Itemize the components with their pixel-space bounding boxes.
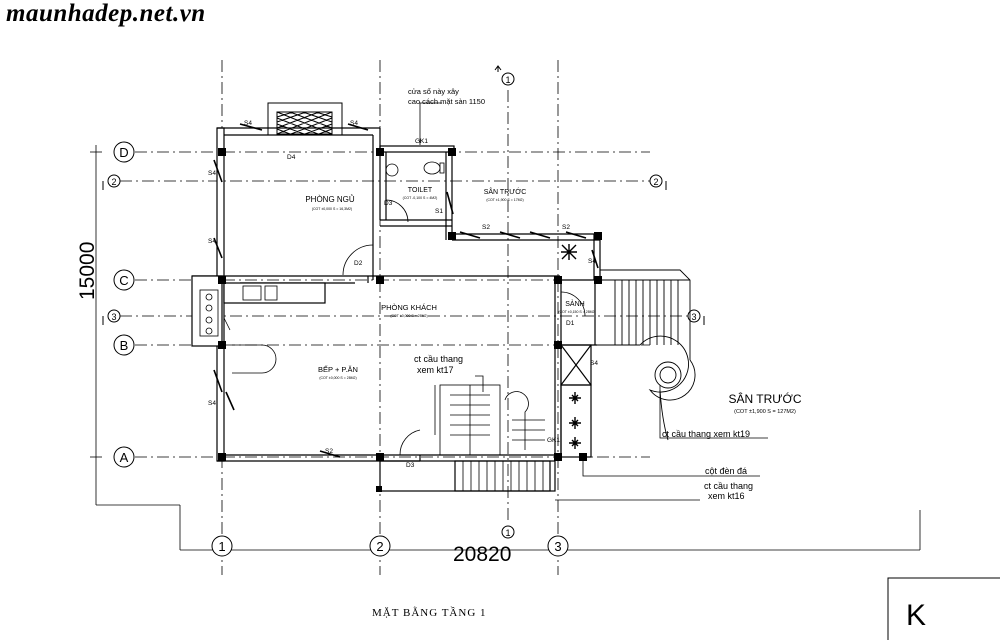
svg-text:3: 3 (111, 312, 116, 322)
room-toilet: TOILET (408, 187, 433, 194)
note-stair-c-line2: xem kt16 (708, 491, 745, 501)
note-window-line1: cửa sổ này xây (408, 87, 459, 96)
dimension-vertical: 15000 (76, 242, 99, 300)
tag-s4: S4 (350, 120, 358, 127)
svg-text:C: C (119, 273, 128, 288)
grid-bubble-2: 2 (369, 535, 391, 557)
note-stair-a-line2: xem kt17 (417, 365, 454, 375)
room-hall: SẢNH (565, 299, 584, 308)
section-marker-2-left: 2 (102, 174, 121, 190)
bottom-stair (462, 461, 544, 491)
title-block-frame (887, 577, 1000, 640)
watermark: maunhadep.net.vn (6, 0, 206, 27)
sheet-title: MẶT BẰNG TẦNG 1 (372, 607, 487, 619)
plant-symbols (561, 244, 581, 449)
note-window-line2: cao cách mặt sàn 1150 (408, 97, 485, 106)
windows (213, 123, 599, 458)
tag-s4: S4 (208, 238, 216, 245)
svg-text:A: A (120, 450, 129, 465)
bay-window (267, 102, 343, 136)
tag-s2: S2 (325, 448, 333, 455)
svg-text:2: 2 (653, 177, 658, 187)
svg-text:3: 3 (691, 312, 696, 322)
tag-d3: D3 (384, 200, 393, 207)
kitchen-fixtures (199, 285, 278, 337)
svg-text:1: 1 (218, 539, 225, 554)
note-pillar: cột đèn đá (705, 466, 747, 476)
grid-bubble-D: D (113, 141, 135, 163)
leader-lines (419, 102, 768, 501)
room-kitchen: BẾP + P.ĂN (318, 364, 358, 374)
grid-bubble-1: 1 (211, 535, 233, 557)
tag-s4: S4 (208, 400, 216, 407)
tag-s2: S2 (562, 224, 570, 231)
grid-bubble-A: A (113, 446, 135, 468)
section-marker-3-right: 3 (687, 309, 705, 325)
dimension-lines (90, 145, 921, 551)
note-stair-c-line1: ct cầu thang (704, 481, 753, 491)
tag-s1: S1 (435, 208, 443, 215)
tag-d1: D1 (566, 320, 575, 327)
note-stair-a-line1: ct cầu thang (414, 354, 463, 364)
svg-text:D: D (119, 145, 128, 160)
tag-d3: D3 (406, 462, 415, 469)
front-stair (597, 269, 696, 441)
room-hall-sub: (COT ±0,150 S = 28M2) (558, 310, 595, 314)
tag-s4: S4 (208, 170, 216, 177)
room-rear-yard: SÂN TRƯỚC (484, 187, 527, 196)
room-rear-yard-sub: (COT ±1,900 S = 17M2) (486, 198, 523, 202)
room-bedroom-sub: (COT ±0,000 S = 16,3M2) (312, 207, 352, 211)
room-toilet-sub: (COT -0,100 S = 4M2) (403, 196, 438, 200)
section-marker-1-top: 1 (494, 65, 515, 86)
columns (218, 148, 602, 492)
tag-s4: S4 (244, 120, 252, 127)
svg-text:2: 2 (111, 177, 116, 187)
room-kitchen-sub: (COT ±0,000 S = 28M2) (319, 376, 356, 380)
sheet-letter: K (906, 599, 927, 632)
toilet-fixtures (385, 161, 445, 177)
door-swings (223, 199, 586, 456)
svg-text:B: B (120, 338, 129, 353)
tag-s4: S4 (588, 258, 596, 265)
grid-bubble-B: B (113, 334, 135, 356)
tag-d2: D2 (354, 260, 363, 267)
svg-text:2: 2 (376, 539, 383, 554)
note-stair-b: ct cầu thang xem kt19 (662, 429, 750, 439)
room-living: PHÒNG KHÁCH (381, 303, 437, 312)
tag-s4: S4 (590, 360, 598, 367)
tag-d4: D4 (287, 154, 296, 161)
section-marker-2-right: 2 (649, 174, 667, 190)
tag-gk1: GK1 (415, 138, 428, 145)
svg-text:3: 3 (554, 539, 561, 554)
grid-bubble-3: 3 (547, 535, 569, 557)
section-marker-1-bottom: 1 (501, 525, 515, 539)
tag-s2: S2 (482, 224, 490, 231)
room-front-yard: SÂN TRƯỚC (729, 391, 802, 406)
section-marker-3-left: 3 (102, 309, 121, 325)
dimension-horizontal: 20820 (453, 543, 511, 566)
grid-bubble-C: C (113, 269, 135, 291)
svg-text:1: 1 (505, 528, 510, 538)
room-front-yard-sub: (COT ±1,900 S = 127M2) (734, 409, 796, 415)
room-bedroom: PHÒNG NGỦ (305, 195, 355, 204)
svg-text:1: 1 (505, 75, 510, 85)
room-living-sub: (COT ±0,000 S = 28M2) (390, 314, 427, 318)
interior-stair (434, 384, 545, 456)
tag-gk1: GK1 (547, 437, 560, 444)
